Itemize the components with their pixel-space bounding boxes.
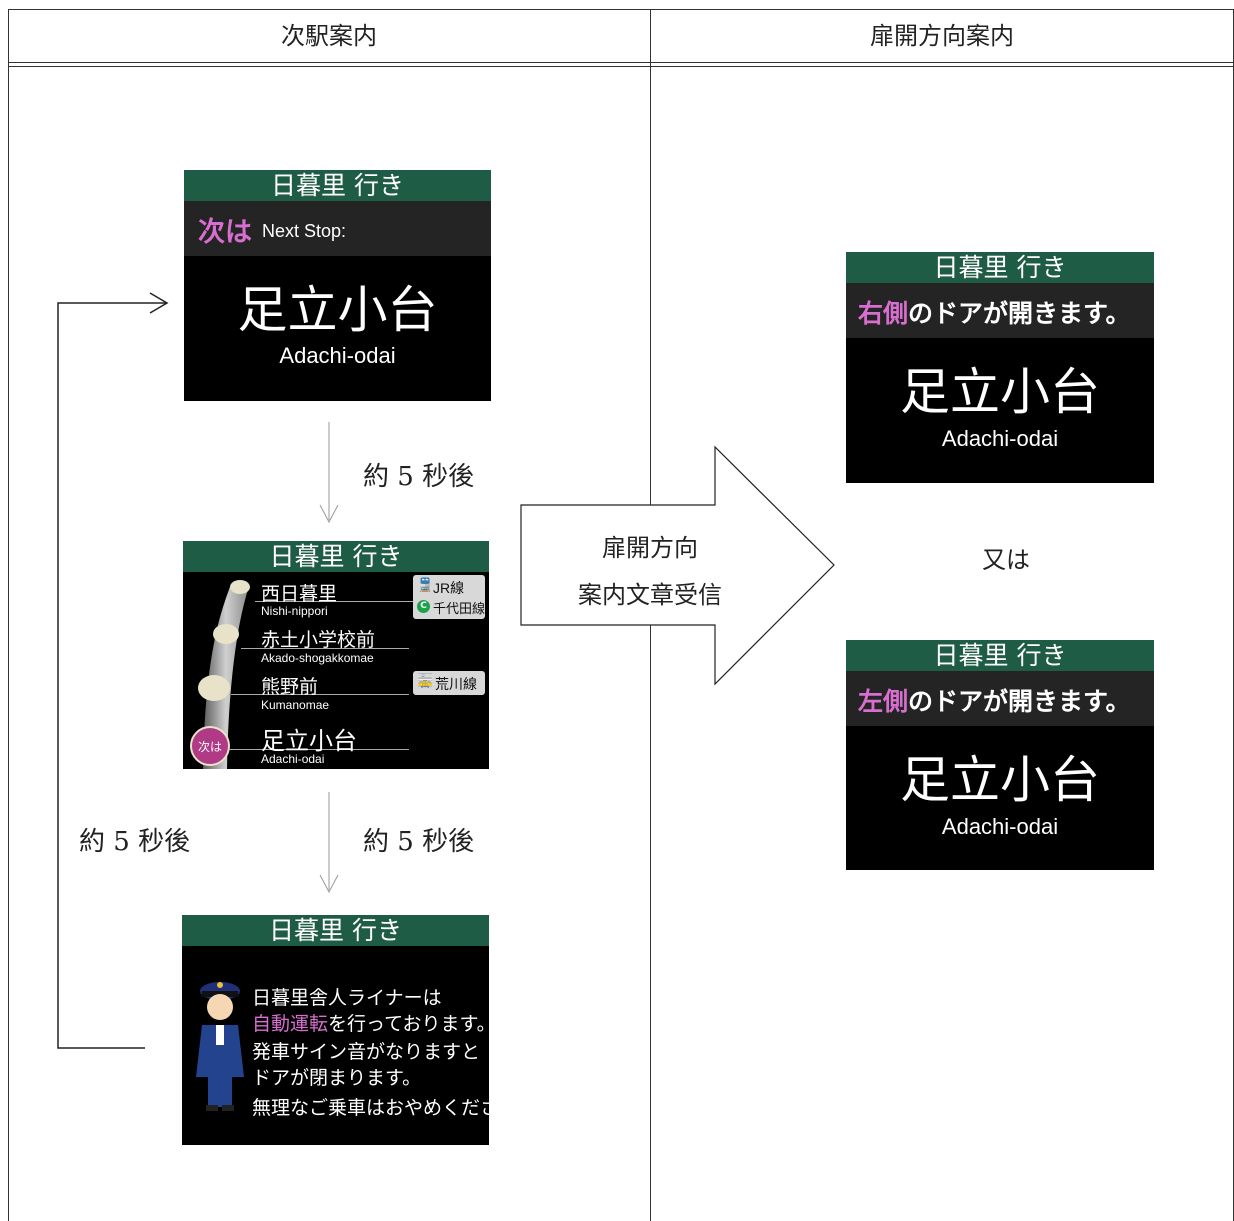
door-message-band: 右側のドアが開きます。 xyxy=(846,283,1154,338)
auto-operation-highlight: 自動運転 xyxy=(252,1013,329,1035)
notice-line-4: ドアが閉まります。 xyxy=(252,1067,422,1089)
route-station-2-en: Akado-shogakkomae xyxy=(261,651,374,665)
door-message: 右側のドアが開きます。 xyxy=(858,294,1131,330)
table-left-border xyxy=(8,9,9,1221)
station-underline-4 xyxy=(229,749,409,750)
next-label-ja: 次は xyxy=(198,217,252,248)
notice-screen: 日暮里 行き 日暮里舎人ライナーは 自動運転を行っております。 発車サイン音がな… xyxy=(182,915,489,1145)
door-side-left: 左側 xyxy=(858,687,909,716)
route-map-screen: 日暮里 行き 西日暮里 Nishi-nippori 赤土小学校前 Akado-s… xyxy=(183,541,489,769)
destination-bar: 日暮里 行き xyxy=(846,252,1154,283)
door-message-rest: のドアが開きます。 xyxy=(908,687,1131,716)
column-header-door-direction: 扉開方向案内 xyxy=(870,22,1014,50)
door-side-right: 右側 xyxy=(858,299,909,328)
arrow-label-line-2: 案内文章受信 xyxy=(578,581,722,609)
or-label: 又は xyxy=(982,546,1030,574)
route-station-4-en: Adachi-odai xyxy=(261,752,325,766)
loop-back-line xyxy=(57,302,167,1049)
door-info-block-arrow xyxy=(520,445,835,686)
destination-bar: 日暮里 行き xyxy=(846,640,1154,671)
door-right-screen: 日暮里 行き 右側のドアが開きます。 足立小台 Adachi-odai xyxy=(846,252,1154,483)
station-underline-2 xyxy=(241,648,409,649)
loop-back-arrowhead xyxy=(149,292,169,314)
chiyoda-line-icon: C xyxy=(417,600,430,613)
transfer-arakawa-label: 荒川線 xyxy=(435,677,477,693)
down-arrow-1-head xyxy=(319,504,339,524)
door-left-screen: 日暮里 行き 左側のドアが開きます。 足立小台 Adachi-odai xyxy=(846,640,1154,870)
station-dot-3 xyxy=(198,675,230,701)
door-message-rest: のドアが開きます。 xyxy=(908,299,1131,328)
station-dot-1 xyxy=(230,580,250,594)
notice-line-5: 無理なご乗車はおやめください。 xyxy=(252,1097,489,1119)
route-station-2-ja: 赤土小学校前 xyxy=(261,629,376,651)
destination-bar: 日暮里 行き xyxy=(184,170,491,201)
interval-caption-1: 約 5 秒後 xyxy=(363,462,475,492)
notice-line-1: 日暮里舎人ライナーは xyxy=(252,987,442,1009)
route-station-4-ja: 足立小台 xyxy=(261,727,357,755)
route-station-3-en: Kumanomae xyxy=(261,698,330,712)
station-underline-1 xyxy=(255,601,413,602)
route-track xyxy=(190,580,250,769)
loop-interval-caption: 約 5 秒後 xyxy=(79,827,191,857)
route-station-1-en: Nishi-nippori xyxy=(261,604,328,618)
next-stop-screen: 日暮里 行き 次は Next Stop: 足立小台 Adachi-odai xyxy=(184,170,491,401)
station-underline-3 xyxy=(231,694,409,695)
station-dot-2 xyxy=(213,624,239,644)
arrow-label-line-1: 扉開方向 xyxy=(602,534,698,562)
route-station-1-ja: 西日暮里 xyxy=(261,583,338,605)
transfer-box-nishi-nippori: 🚆 JR線 C 千代田線 xyxy=(413,575,485,619)
notice-line-3: 発車サイン音がなりますと xyxy=(252,1041,481,1063)
transfer-chiyoda-label: 千代田線 xyxy=(433,602,486,617)
train-icon: 🚆 xyxy=(417,578,434,593)
door-message: 左側のドアが開きます。 xyxy=(858,682,1131,718)
table-top-border xyxy=(8,9,1234,10)
notice-line-2-rest: を行っております。 xyxy=(328,1013,489,1035)
interval-caption-2: 約 5 秒後 xyxy=(363,827,475,857)
next-label-en: Next Stop: xyxy=(262,221,347,241)
column-header-next-station: 次駅案内 xyxy=(281,22,377,50)
tram-icon: 🚋 xyxy=(417,674,434,689)
next-stop-band: 次は Next Stop: xyxy=(184,201,491,256)
station-name-ja: 足立小台 xyxy=(237,281,438,339)
down-arrow-2-head xyxy=(319,874,339,894)
notice-line-2: 自動運転を行っております。 xyxy=(252,1009,489,1036)
next-marker-label: 次は xyxy=(197,740,222,754)
door-message-band: 左側のドアが開きます。 xyxy=(846,671,1154,726)
station-name-ja: 足立小台 xyxy=(900,751,1100,809)
station-name-en: Adachi-odai xyxy=(941,814,1059,839)
transfer-jr-label: JR線 xyxy=(433,580,465,596)
station-name-ja: 足立小台 xyxy=(900,363,1100,421)
station-staff-illustration xyxy=(196,982,244,1111)
transfer-box-kumanomae: 🚋 荒川線 xyxy=(413,671,485,695)
station-name-en: Adachi-odai xyxy=(279,343,396,368)
header-divider-2 xyxy=(8,66,1234,67)
header-divider-1 xyxy=(8,62,1234,63)
destination-bar: 日暮里 行き xyxy=(182,915,489,946)
current-station-marker xyxy=(190,726,230,766)
station-name-en: Adachi-odai xyxy=(941,426,1059,451)
route-station-3-ja: 熊野前 xyxy=(261,676,319,698)
destination-bar: 日暮里 行き xyxy=(183,541,489,572)
